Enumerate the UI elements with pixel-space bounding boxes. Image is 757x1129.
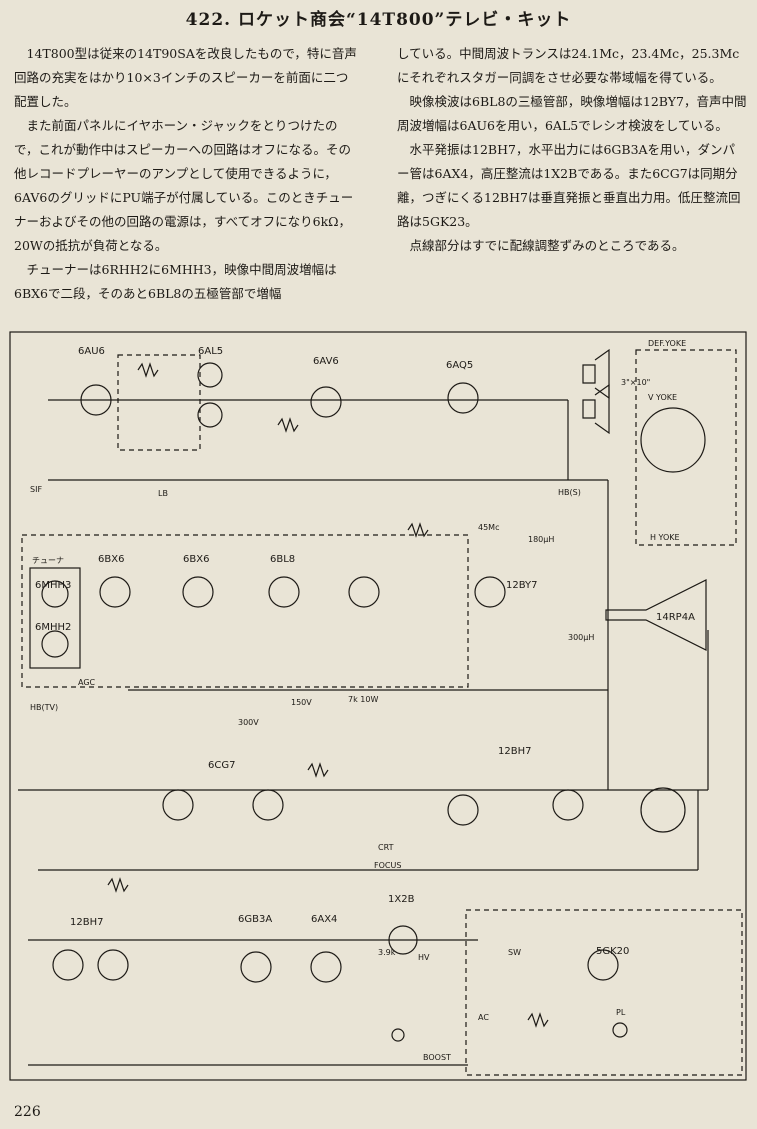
paragraph: 点線部分はすでに配線調整ずみのところである。 bbox=[409, 238, 685, 253]
schematic-label: 3"×10" bbox=[621, 378, 650, 387]
paragraph: している。中間周波トランスは24.1Mc，23.4Mc，25.3Mcにそれぞれス… bbox=[397, 46, 740, 85]
schematic-label: 150V bbox=[291, 698, 312, 707]
schematic-label: SW bbox=[508, 948, 521, 957]
tube-label: 6GB3A bbox=[238, 914, 272, 925]
tube-label: 6AQ5 bbox=[446, 360, 473, 371]
text-column-right: している。中間周波トランスは24.1Mc，23.4Mc，25.3Mcにそれぞれス… bbox=[397, 42, 747, 258]
tube-label: 6BX6 bbox=[98, 554, 124, 565]
schematic-label: HV bbox=[418, 953, 430, 962]
schematic-label: AGC bbox=[78, 678, 96, 687]
paragraph: 映像検波は6BL8の三極管部，映像増幅は12BY7，音声中間周波増幅は6AU6を… bbox=[397, 94, 747, 133]
paragraph: また前面パネルにイヤホーン・ジャックをとりつけたので，これが動作中はスピーカーへ… bbox=[14, 118, 354, 253]
schematic-label: 300V bbox=[238, 718, 259, 727]
schematic-label: PL bbox=[616, 1008, 626, 1017]
tube-label: 6AV6 bbox=[313, 356, 339, 367]
tube-label: 14RP4A bbox=[656, 612, 695, 623]
page-number: 226 bbox=[14, 1104, 41, 1120]
tube-label: 12BY7 bbox=[506, 580, 538, 591]
tube-label: 12BH7 bbox=[498, 746, 531, 757]
schematic-label: チューナ bbox=[32, 556, 64, 565]
tube-label: 6CG7 bbox=[208, 760, 235, 771]
schematic-label: HB(TV) bbox=[30, 703, 58, 712]
schematic-label: SIF bbox=[30, 485, 42, 494]
tube-label: 6BL8 bbox=[270, 554, 295, 565]
paragraph: チューナーは6RHH2に6MHH3，映像中間周波増幅は6BX6で二段，そのあと6… bbox=[14, 262, 337, 301]
tube-label: 1X2B bbox=[388, 894, 415, 905]
tube-label: 6BX6 bbox=[183, 554, 209, 565]
tube-label: 12BH7 bbox=[70, 917, 103, 928]
schematic-label: H YOKE bbox=[650, 533, 680, 542]
page-title: 422. ロケット商会“14T800”テレビ・キット bbox=[185, 10, 572, 30]
schematic-label: BOOST bbox=[423, 1053, 451, 1062]
schematic-label: CRT bbox=[378, 843, 394, 852]
schematic-label: 300μH bbox=[568, 633, 594, 642]
schematic-label: 7k 10W bbox=[348, 695, 378, 704]
schematic-label: LB bbox=[158, 489, 168, 498]
tube-label: 6AL5 bbox=[198, 346, 223, 357]
schematic-label: 45Mc bbox=[478, 523, 499, 532]
tuner-tube-label: 6MHH3 bbox=[35, 580, 71, 591]
paragraph: 水平発振は12BH7，水平出力には6GB3Aを用い，ダンパー管は6AX4，高圧整… bbox=[397, 142, 741, 229]
schematic-label: 180μH bbox=[528, 535, 554, 544]
paragraph: 14T800型は従来の14T90SAを改良したもので，特に音声回路の充実をはかり… bbox=[14, 46, 357, 109]
schematic-label: FOCUS bbox=[374, 861, 401, 870]
schematic-label: DEF.YOKE bbox=[648, 339, 686, 348]
text-column-left: 14T800型は従来の14T90SAを改良したもので，特に音声回路の充実をはかり… bbox=[14, 42, 359, 306]
tuner-tube-label: 6MHH2 bbox=[35, 622, 71, 633]
tube-label: 5GK20 bbox=[596, 946, 629, 957]
schematic-label: AC bbox=[478, 1013, 489, 1022]
schematic-label: HB(S) bbox=[558, 488, 581, 497]
schematic-label: 3.9k bbox=[378, 948, 396, 957]
schematic-label: V YOKE bbox=[648, 393, 677, 402]
tube-label: 6AX4 bbox=[311, 914, 337, 925]
tube-label: 6AU6 bbox=[78, 346, 105, 357]
circuit-schematic: 6AU6 6AL5 6AV6 6AQ5 6BX6 6BX6 6BL8 12BY7… bbox=[9, 331, 747, 1081]
